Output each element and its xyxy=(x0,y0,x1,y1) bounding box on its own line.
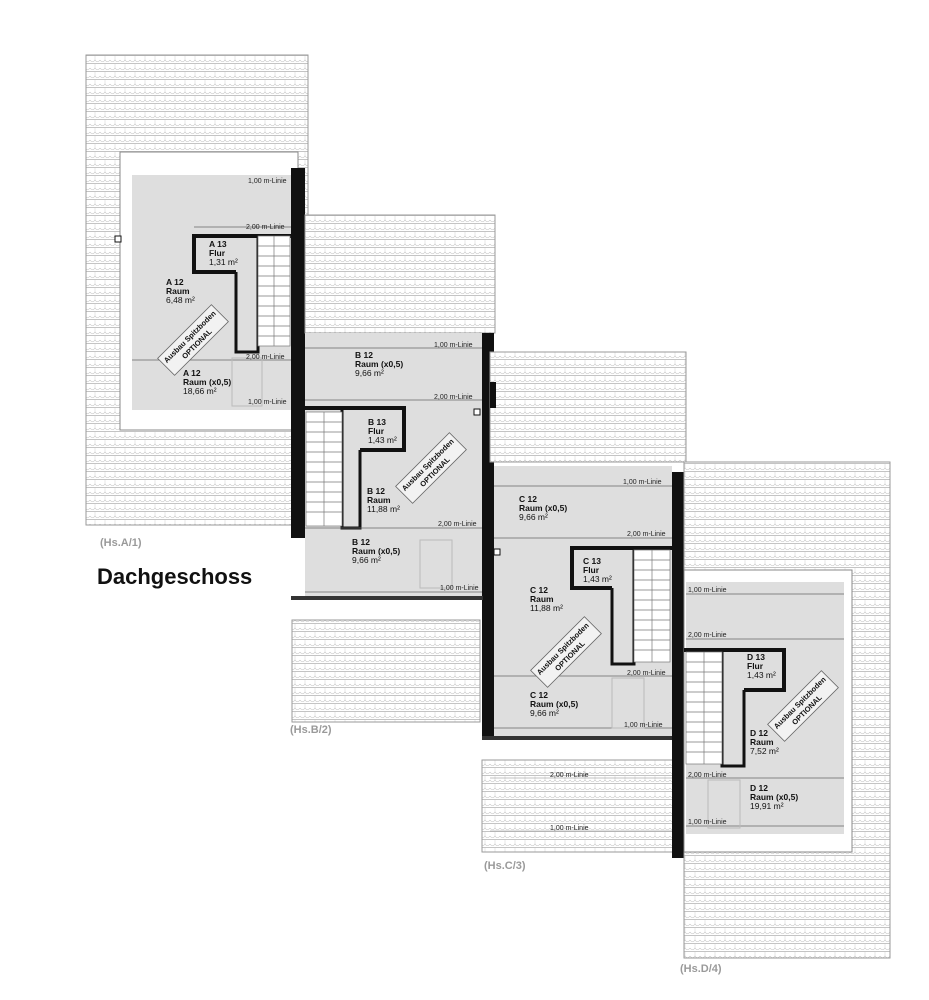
roof-window-d xyxy=(707,779,741,829)
house-label-c: (Hs.C/3) xyxy=(484,860,526,872)
line-label-b-m2-top: 2,00 m-Linie xyxy=(434,394,473,401)
room-name-d13: Flur xyxy=(747,661,764,671)
room-code-c13: C 13 xyxy=(583,556,601,566)
wall-c-stub xyxy=(490,382,496,408)
roof-window-c xyxy=(611,677,645,729)
room-area-a12-x05: 18,66 m² xyxy=(183,386,217,396)
room-name-c13: Flur xyxy=(583,565,600,575)
socket-c xyxy=(493,548,501,556)
line-label-c-m1-roof: 1,00 m-Linie xyxy=(550,825,589,832)
line-label-a-m2-top: 2,00 m-Linie xyxy=(246,224,285,231)
roof-tiles-b xyxy=(304,214,496,334)
room-code-a13: A 13 xyxy=(209,239,227,249)
party-wall-cd xyxy=(672,472,684,858)
wall-flur-a xyxy=(192,234,291,274)
room-name-b13: Flur xyxy=(368,426,385,436)
room-code-b12-top: B 12 xyxy=(355,350,373,360)
room-name-a12-x05: Raum (x0,5) xyxy=(183,377,231,387)
house-b xyxy=(291,214,496,739)
room-name-d12-x05: Raum (x0,5) xyxy=(750,792,798,802)
room-area-c12-bottom: 9,66 m² xyxy=(530,708,559,718)
room-area-b13: 1,43 m² xyxy=(368,435,397,445)
house-c xyxy=(481,351,687,858)
wall-flur-b xyxy=(305,406,406,452)
house-a xyxy=(85,54,309,538)
room-code-c12-bottom: C 12 xyxy=(530,690,548,700)
room-area-c12-top: 9,66 m² xyxy=(519,512,548,522)
house-label-d: (Hs.D/4) xyxy=(680,963,722,975)
room-area-a13: 1,31 m² xyxy=(209,257,238,267)
roof-tiles-c xyxy=(489,351,687,463)
line-label-d-m2-top: 2,00 m-Linie xyxy=(688,632,727,639)
walls-b-frame xyxy=(305,598,483,618)
room-name-a13: Flur xyxy=(209,248,226,258)
line-label-b-m2-bottom: 2,00 m-Linie xyxy=(438,521,477,528)
wall-flur-c xyxy=(570,546,672,590)
line-label-c-m2-bottom: 2,00 m-Linie xyxy=(627,670,666,677)
stair-d xyxy=(685,651,723,765)
room-code-c12-raum: C 12 xyxy=(530,585,548,595)
house-label-a: (Hs.A/1) xyxy=(100,537,142,549)
line-label-b-m1-bottom: 1,00 m-Linie xyxy=(440,585,479,592)
room-name-b12-raum: Raum xyxy=(367,495,391,505)
line-label-a-m2-bottom: 2,00 m-Linie xyxy=(246,354,285,361)
room-code-b13: B 13 xyxy=(368,417,386,427)
line-label-b-m1-top: 1,00 m-Linie xyxy=(434,342,473,349)
house-label-b: (Hs.B/2) xyxy=(290,724,332,736)
room-area-b12-top: 9,66 m² xyxy=(355,368,384,378)
roof-window-b xyxy=(419,539,453,589)
wall-c-bottom xyxy=(482,736,672,740)
room-code-b12-bottom: B 12 xyxy=(352,537,370,547)
roof-tiles-b-bottom xyxy=(291,619,481,723)
room-code-c12-top: C 12 xyxy=(519,494,537,504)
line-label-a-m1-top: 1,00 m-Linie xyxy=(248,178,287,185)
room-code-d12-raum: D 12 xyxy=(750,728,768,738)
room-area-d13: 1,43 m² xyxy=(747,670,776,680)
line-label-d-m1-top: 1,00 m-Linie xyxy=(688,587,727,594)
line-label-c-m2-top: 2,00 m-Linie xyxy=(627,531,666,538)
room-area-c13: 1,43 m² xyxy=(583,574,612,584)
roof-tiles-c-bottom xyxy=(481,759,675,853)
room-name-a12-raum: Raum xyxy=(166,286,190,296)
room-name-b12-bottom: Raum (x0,5) xyxy=(352,546,400,556)
line-label-c-m2-roof: 2,00 m-Linie xyxy=(550,772,589,779)
room-area-a12-raum: 6,48 m² xyxy=(166,295,195,305)
stair-c xyxy=(633,549,671,663)
stair-a xyxy=(257,235,291,347)
line-label-c-m1-top: 1,00 m-Linie xyxy=(623,479,662,486)
room-code-d12-x05: D 12 xyxy=(750,783,768,793)
room-name-c12-raum: Raum xyxy=(530,594,554,604)
page-title: Dachgeschoss xyxy=(97,564,252,589)
room-name-c12-bottom: Raum (x0,5) xyxy=(530,699,578,709)
socket-b xyxy=(473,408,481,416)
roof-window-a xyxy=(231,357,263,407)
room-code-a12-raum: A 12 xyxy=(166,277,184,287)
line-label-a-m1-bottom: 1,00 m-Linie xyxy=(248,399,287,406)
room-area-c12-raum: 11,88 m² xyxy=(530,603,563,613)
room-code-a12-x05: A 12 xyxy=(183,368,201,378)
room-code-b12-raum: B 12 xyxy=(367,486,385,496)
wall-b-bottom xyxy=(291,596,483,600)
room-area-d12-x05: 19,91 m² xyxy=(750,801,784,811)
socket-a xyxy=(114,235,122,243)
room-name-d12-raum: Raum xyxy=(750,737,774,747)
line-label-c-m1-bottom: 1,00 m-Linie xyxy=(624,722,663,729)
wall-flur-d xyxy=(684,648,786,692)
room-area-b12-bottom: 9,66 m² xyxy=(352,555,381,565)
line-label-d-m1-bottom: 1,00 m-Linie xyxy=(688,819,727,826)
line-label-d-m2-bottom: 2,00 m-Linie xyxy=(688,772,727,779)
party-wall-ab xyxy=(291,168,305,538)
stair-b xyxy=(305,411,343,527)
room-name-c12-top: Raum (x0,5) xyxy=(519,503,567,513)
room-code-d13: D 13 xyxy=(747,652,765,662)
room-name-b12-top: Raum (x0,5) xyxy=(355,359,403,369)
room-area-b12-raum: 11,88 m² xyxy=(367,504,400,514)
room-area-d12-raum: 7,52 m² xyxy=(750,746,779,756)
